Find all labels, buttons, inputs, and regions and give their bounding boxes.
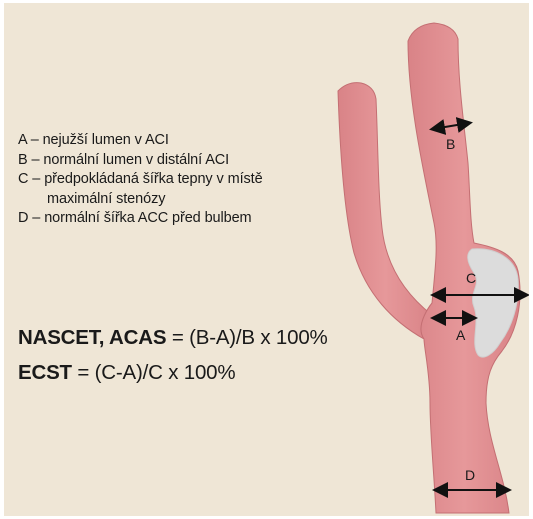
legend-item-c: C – předpokládaná šířka tepny v místě (18, 170, 263, 190)
formula-ecst-name: ECST (18, 361, 72, 384)
label-b: B (446, 136, 455, 152)
label-d: D (465, 467, 475, 483)
legend-item-a: A – nejužší lumen v ACI (18, 131, 263, 151)
legend-item-d: D – normální šířka ACC před bulbem (18, 209, 263, 229)
formula-nascet-acas-name: NASCET, ACAS (18, 326, 166, 349)
label-c: C (466, 270, 476, 286)
legend-item-b: B – normální lumen v distální ACI (18, 151, 263, 171)
legend: A – nejužší lumen v ACI B – normální lum… (18, 131, 263, 229)
formula-ecst-expr: = (C-A)/C x 100% (72, 361, 236, 384)
legend-item-c-continued: maximální stenózy (18, 190, 263, 210)
formula-nascet-acas: NASCET, ACAS = (B-A)/B x 100% (18, 326, 328, 350)
carotid-vessel-illustration: B C A D (4, 3, 529, 516)
formula-nascet-acas-expr: = (B-A)/B x 100% (166, 326, 327, 349)
formula-ecst: ECST = (C-A)/C x 100% (18, 361, 235, 385)
label-a: A (456, 327, 466, 343)
plaque (468, 249, 519, 357)
diagram-frame: B C A D A – nejužší lumen v ACI B – norm… (4, 3, 529, 516)
